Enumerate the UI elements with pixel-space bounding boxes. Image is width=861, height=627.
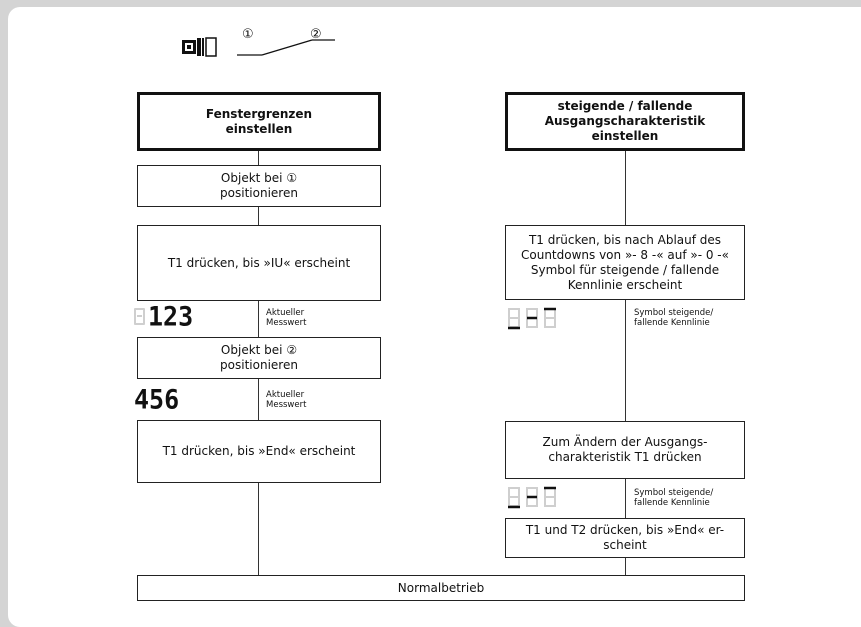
- right-step-press-t1-countdown: T1 drücken, bis nach Ablauf des Countdow…: [505, 225, 745, 300]
- measured-value-label-2: Aktueller Messwert: [266, 390, 307, 410]
- connector-line: [625, 150, 626, 225]
- characteristic-symbol-label-1: Symbol steigende/ fallende Kennlinie: [634, 308, 714, 328]
- left-step-position-2: Objekt bei ② positionieren: [137, 337, 381, 379]
- connector-line: [258, 150, 259, 165]
- connector-line: [625, 478, 626, 519]
- sensor-icon: [182, 37, 335, 57]
- characteristic-symbol-display-1: [505, 307, 565, 331]
- position-marker-2: ②: [310, 27, 322, 42]
- connector-line: [258, 482, 259, 576]
- characteristic-symbol-label-2: Symbol steigende/ fallende Kennlinie: [634, 488, 714, 508]
- measured-value-label-1: Aktueller Messwert: [266, 308, 307, 328]
- right-title-box: steigende / fallende Ausgangscharakteris…: [505, 92, 745, 151]
- left-step-press-t1-iu: T1 drücken, bis »IU« erscheint: [137, 225, 381, 301]
- measured-value-readout-1: 123: [148, 301, 194, 332]
- right-step-press-t1-t2-end: T1 und T2 drücken, bis »End« er- scheint: [505, 518, 745, 558]
- diagram-page: ① ② Fenstergrenzen einstellen Objekt bei…: [8, 7, 861, 627]
- left-step-press-t1-end: T1 drücken, bis »End« erscheint: [137, 420, 381, 483]
- characteristic-symbol-display-2: [505, 486, 565, 510]
- connector-line: [258, 206, 259, 225]
- connector-line: [258, 300, 259, 337]
- connector-line: [625, 557, 626, 576]
- left-step-position-1: Objekt bei ① positionieren: [137, 165, 381, 207]
- position-marker-1: ①: [242, 27, 254, 42]
- connector-line: [625, 299, 626, 421]
- connector-line: [258, 378, 259, 420]
- left-title-box: Fenstergrenzen einstellen: [137, 92, 381, 151]
- measured-value-readout-2: 456: [134, 384, 180, 415]
- right-step-change-characteristic: Zum Ändern der Ausgangs- charakteristik …: [505, 421, 745, 479]
- display-blank-digit: [134, 308, 145, 325]
- normal-operation-box: Normalbetrieb: [137, 575, 745, 601]
